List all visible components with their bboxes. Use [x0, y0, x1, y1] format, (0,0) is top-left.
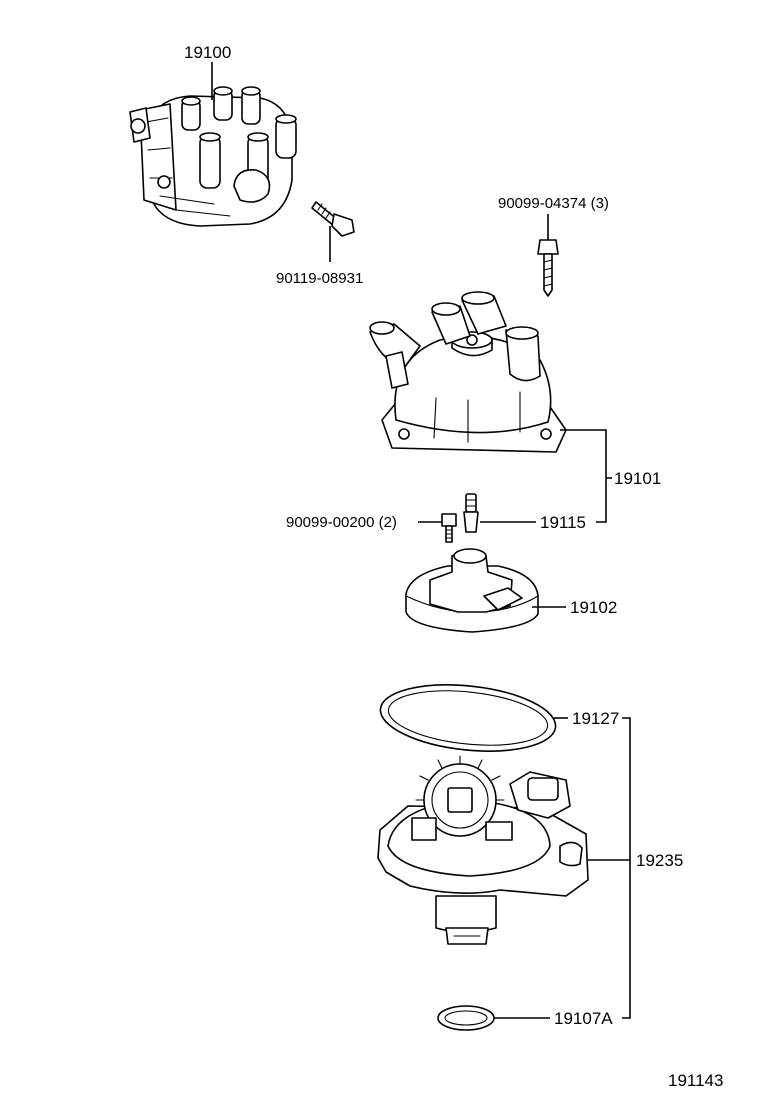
label-19101: 19101: [614, 469, 661, 488]
housing-19235-drawing: [377, 755, 589, 945]
screw-90099-04374-drawing: [537, 239, 559, 297]
gasket-19127-drawing: [379, 684, 557, 752]
label-19100: 19100: [184, 43, 231, 62]
leader-19235-bracket: [622, 717, 631, 1019]
distributor-cap-drawing: [369, 291, 567, 453]
carbon-19115-drawing: [463, 493, 479, 533]
figure-number: 191143: [668, 1071, 723, 1090]
label-19235: 19235: [636, 851, 683, 870]
screw-90099-00200-drawing: [441, 513, 457, 543]
label-19127: 19127: [572, 709, 619, 728]
rotor-19102-drawing: [405, 548, 539, 633]
bolt-90119-drawing: [311, 201, 355, 237]
label-19115: 19115: [540, 513, 586, 532]
label-19102: 19102: [570, 598, 617, 617]
label-90099-00200: 90099-00200 (2): [286, 514, 397, 531]
oring-19107a-drawing: [437, 1005, 495, 1031]
label-90099-04374: 90099-04374 (3): [498, 195, 609, 212]
label-90119-08931: 90119-08931: [276, 270, 363, 287]
distributor-assembly-drawing: [129, 86, 297, 227]
label-19107a: 19107A: [554, 1009, 613, 1028]
leader-19101: [560, 429, 607, 523]
